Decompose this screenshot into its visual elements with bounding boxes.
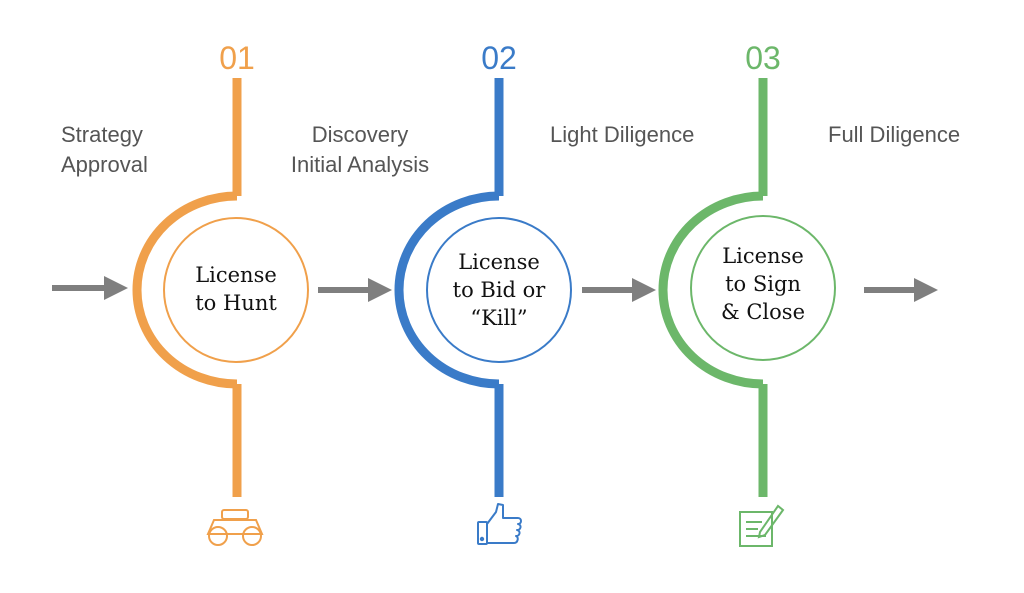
flow-arrow-3 bbox=[582, 278, 656, 302]
stage-title-line: License bbox=[722, 244, 804, 268]
phase-label-discovery: Discovery Initial Analysis bbox=[282, 120, 438, 180]
phase-label-full-diligence: Full Diligence bbox=[828, 120, 960, 150]
flow-arrow-1 bbox=[52, 276, 128, 300]
stage-03-graphic bbox=[658, 78, 836, 497]
phase-label-light-diligence: Light Diligence bbox=[550, 120, 694, 150]
phase-label-line: Discovery bbox=[311, 122, 409, 147]
stage-number-03: 03 bbox=[745, 40, 781, 76]
stage-number-02: 02 bbox=[481, 40, 517, 76]
stage-01-graphic bbox=[132, 78, 309, 497]
binoculars-icon bbox=[206, 509, 264, 546]
phase-label-strategy-approval: Strategy Approval bbox=[61, 120, 148, 180]
stage-title-line: License bbox=[195, 263, 277, 287]
notepad-pen-icon bbox=[739, 504, 785, 547]
stage-03-title: License to Sign & Close bbox=[693, 242, 833, 326]
flow-arrow-4 bbox=[864, 278, 938, 302]
stage-title-line: to Hunt bbox=[195, 291, 277, 315]
flow-arrow-2 bbox=[318, 278, 392, 302]
stage-title-line: License bbox=[458, 250, 540, 274]
phase-label-line: Approval bbox=[61, 152, 148, 177]
stage-02-graphic bbox=[394, 78, 572, 497]
phase-label-line: Light Diligence bbox=[550, 122, 695, 147]
stage-title-line: & Close bbox=[721, 300, 805, 324]
thumbs-up-icon bbox=[477, 503, 522, 545]
stage-title-line: to Sign bbox=[725, 272, 801, 296]
stage-title-line: to Bid or bbox=[452, 278, 546, 302]
stage-02-title: License to Bid or “Kill” bbox=[429, 248, 569, 332]
phase-label-line: Full Diligence bbox=[828, 122, 961, 147]
phase-label-line: Initial Analysis bbox=[290, 152, 430, 177]
stage-title-line: “Kill” bbox=[470, 306, 528, 330]
stage-number-01: 01 bbox=[219, 40, 255, 76]
stage-01-title: License to Hunt bbox=[166, 261, 306, 317]
phase-label-line: Strategy bbox=[61, 122, 143, 147]
